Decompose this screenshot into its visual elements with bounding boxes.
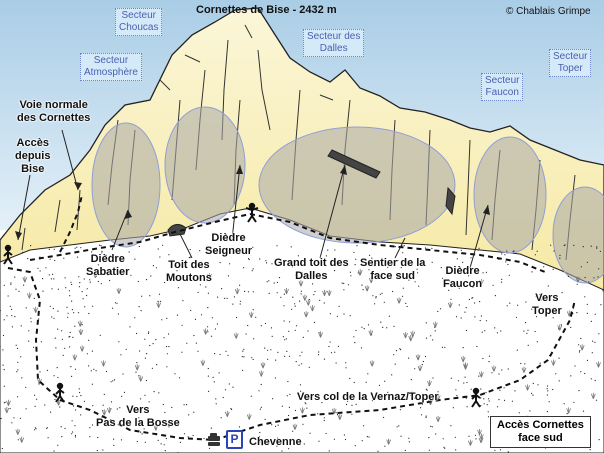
vers-col-vernaz-label: Vers col de la Vernaz/Toper [297,391,439,403]
rock-features [167,149,456,237]
sector-faucon-label: Secteur Faucon [481,73,524,101]
car-icon [208,433,220,446]
sector-dalles-label: Secteur des Dalles [303,29,365,57]
hiker-icon [471,387,481,408]
toit-moutons-label: Toit des Moutons [166,259,212,284]
vers-pas-bosse-label: Vers Pas de la Bosse [96,404,180,429]
sector-toper-zone [552,186,604,284]
climber-icon [245,202,259,223]
sector-dalles-zone [258,126,456,244]
parking-icon: P [226,430,243,449]
trails [7,194,576,441]
leader-lines [17,129,489,269]
hiker-icon [55,382,65,403]
sector-choucas-zone [164,106,246,224]
sector-atmosphere-label: Secteur Atmosphère [80,53,142,81]
trail-vernaz-toper [214,299,576,441]
grass-tufts [4,269,601,449]
map-title: Cornettes de Bise - 2432 m [196,4,337,16]
faucon-roof [445,186,456,216]
grand-toit-marker [327,149,381,179]
diedre-faucon-label: Dièdre Faucon [443,265,483,290]
sector-atmosphere-zone [91,122,161,248]
chevenne-label: Chevenne [249,436,302,448]
acces-cornettes-box: Accès Cornettes face sud [490,416,591,448]
sentier-face-sud-label: Sentier de la face sud [360,257,426,282]
voie-normale-label: Voie normale des Cornettes [17,99,91,124]
sector-toper-label: Secteur Toper [549,49,592,77]
hiker-icon [3,244,13,265]
sector-zones [91,106,604,284]
sector-choucas-label: Secteur Choucas [115,8,163,36]
trail-face-sud [29,212,546,273]
diedre-sabatier-label: Dièdre Sabatier [86,253,130,278]
arrowheads [15,165,490,240]
grand-toit-dalles-label: Grand toit des Dalles [274,257,349,282]
diedre-seigneur-label: Dièdre Seigneur [205,232,253,257]
sector-faucon-zone [473,136,547,254]
copyright-credit: © Chablais Grimpe [506,6,591,17]
trail-voie-normale [59,194,83,253]
acces-bise-label: Accès depuis Bise [15,137,51,175]
trail-pas-bosse [7,267,216,441]
vers-toper-label: Vers Toper [532,292,562,317]
scree-dots [0,244,604,453]
